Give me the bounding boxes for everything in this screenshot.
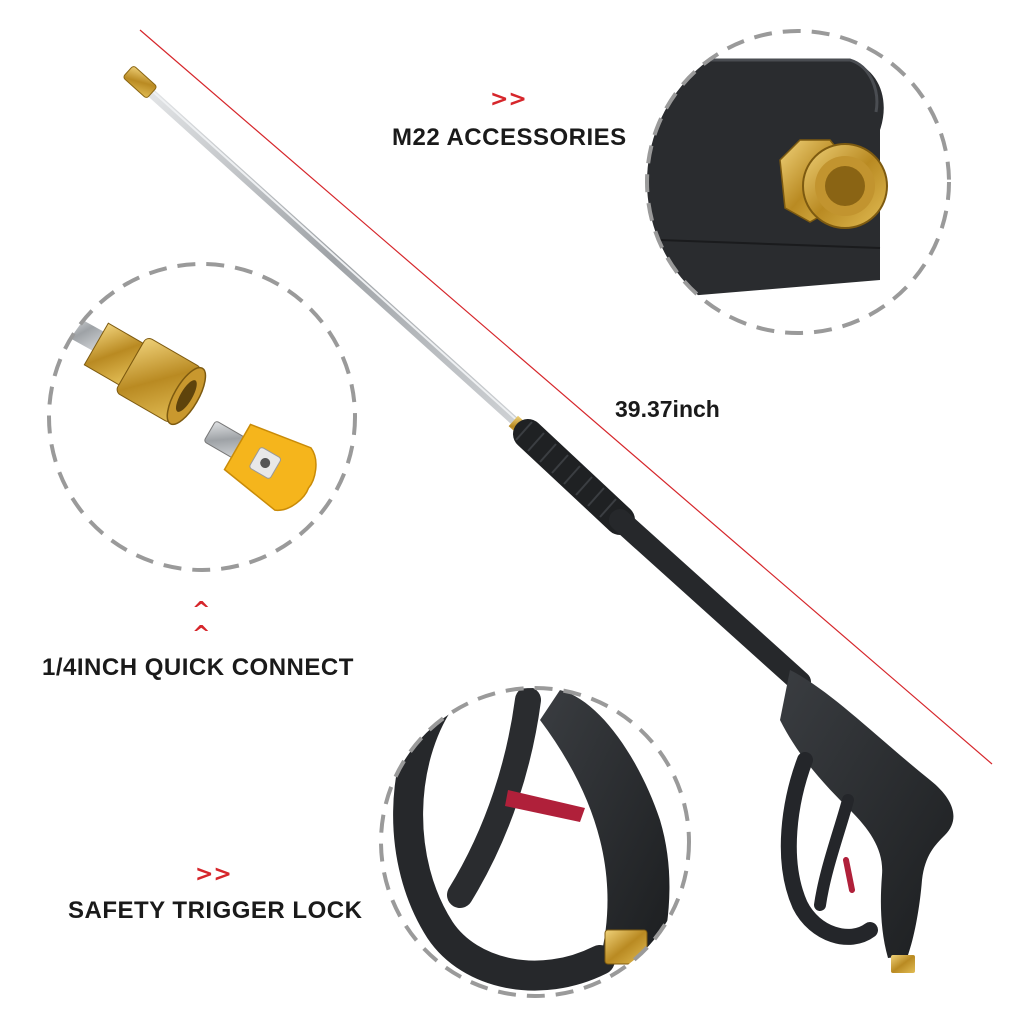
quick-connect-label: 1/4INCH QUICK CONNECT (42, 654, 354, 681)
length-label: 39.37inch (615, 396, 720, 422)
grip-sleeve (513, 419, 811, 693)
quick-connect-caret-bottom: ^ (192, 622, 211, 647)
quick-connect-caret-top: ^ (192, 598, 211, 623)
quick-connect-detail-callout (47, 262, 357, 572)
m22-arrow-marker: >> (490, 87, 527, 112)
m22-label: M22 ACCESSORIES (392, 124, 627, 151)
trigger-lock-label: SAFETY TRIGGER LOCK (68, 897, 363, 924)
length-measure-line (139, 29, 993, 765)
trigger-lock-detail-callout (379, 686, 691, 998)
m22-detail-callout (645, 29, 951, 335)
quick-coupler (83, 322, 207, 426)
quick-connect-nozzle (204, 421, 317, 511)
m22-brass-fitting (779, 139, 888, 229)
safety-lock-lever (505, 790, 585, 822)
trigger-lock-arrow-marker: >> (195, 862, 232, 887)
spray-gun-body (780, 670, 954, 973)
